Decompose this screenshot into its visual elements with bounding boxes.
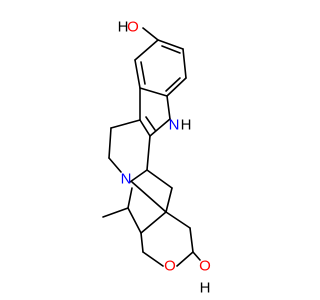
bond-pyran-6 <box>165 211 191 229</box>
oh-top-o: O <box>127 19 139 36</box>
bonds <box>102 27 201 267</box>
atom-oh-bottom: O H <box>199 258 211 297</box>
bond-benzene-6 <box>134 39 159 61</box>
bond-bridge-1 <box>146 169 173 189</box>
bond-ringc-1 <box>110 119 141 129</box>
bond-pyran-5 <box>189 227 194 253</box>
bond-ringc-5 <box>146 135 151 171</box>
bond-benzene-2 <box>182 48 187 79</box>
bond-pyrrole-3b <box>145 116 156 131</box>
bond-ringc-2 <box>108 127 112 159</box>
bond-pyran-3 <box>142 251 164 267</box>
atom-oh-top: O H <box>118 19 139 36</box>
n-ring-n: N <box>121 171 132 188</box>
oh-top-h: H <box>118 19 129 36</box>
bond-ringc-4 <box>129 169 148 183</box>
bond-benzene-3 <box>166 77 187 97</box>
bond-bridge-2 <box>165 187 173 213</box>
nh-h: H <box>181 117 192 134</box>
molecule-canvas: O H N H N O O H <box>102 18 211 297</box>
atom-n-ring: N <box>121 171 132 188</box>
bond-pyrrole-1 <box>166 95 171 120</box>
atom-o-ring: O <box>164 258 176 275</box>
bond-pyran-1 <box>140 211 167 234</box>
bond-benzene-5 <box>134 59 141 89</box>
bond-pyran-2 <box>140 232 144 253</box>
bond-benzene-4 <box>139 87 168 97</box>
bond-oh-bottom <box>192 251 201 261</box>
bond-benzene-3b <box>165 77 181 92</box>
bond-pyran-4 <box>176 251 194 267</box>
bond-ch-methyl <box>102 207 129 218</box>
bond-pyrrole-3 <box>139 119 151 137</box>
nh-n: N <box>169 117 180 134</box>
bond-n-quat <box>131 181 167 213</box>
oh-bottom-o: O <box>199 258 211 275</box>
atom-nh: N H <box>169 117 192 134</box>
bond-n-ch <box>127 187 133 209</box>
bond-ch-c <box>127 207 142 234</box>
bond-benzene-1 <box>157 39 184 50</box>
bond-benzene-1b <box>161 45 181 54</box>
bond-oh-top <box>142 27 159 41</box>
bond-pyrrole-2 <box>149 118 171 137</box>
o-ring-o: O <box>164 258 176 275</box>
bond-ringc-3 <box>108 157 122 173</box>
structure-diagram: O H N H N O O H <box>102 19 211 297</box>
oh-bottom-h: H <box>200 280 211 297</box>
bond-benzene-5b <box>140 61 146 85</box>
